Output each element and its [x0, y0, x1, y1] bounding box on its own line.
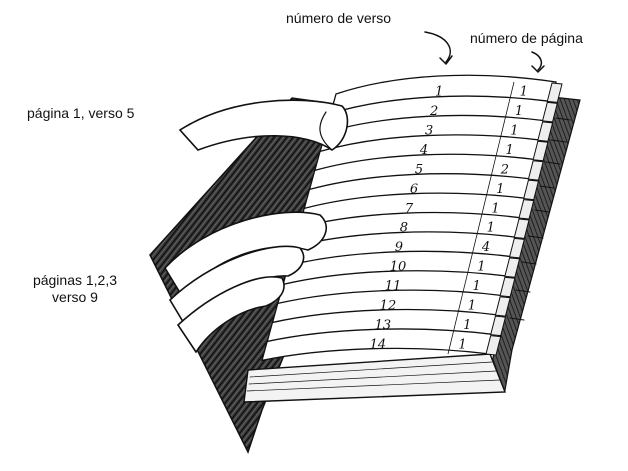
- page-number: 1: [477, 260, 485, 275]
- strip-tab: [518, 199, 535, 220]
- page-number: 2: [500, 162, 509, 177]
- verse-number: 14: [370, 337, 387, 352]
- verse-number-arrow: [424, 31, 451, 63]
- strip-tab: [541, 101, 558, 123]
- pages123-line: páginas 1,2,3: [32, 272, 118, 288]
- page-number: 1: [491, 201, 499, 216]
- strip-tab: [523, 179, 540, 201]
- page-column-line: [485, 179, 491, 199]
- strip-tab: [513, 218, 530, 239]
- verse9-line: verso 9: [52, 289, 98, 305]
- page-number: 1: [468, 298, 476, 313]
- verse-number: 5: [415, 162, 423, 177]
- strip-tab: [504, 257, 521, 278]
- page-number: 1: [506, 143, 514, 158]
- strip-tab: [490, 315, 507, 337]
- page-number: 1: [515, 104, 523, 119]
- verse-number: 2: [429, 104, 438, 119]
- page-column-line: [475, 217, 482, 238]
- page-column-line: [490, 159, 496, 180]
- page-number: 1: [463, 318, 471, 333]
- page-number: 1: [520, 85, 528, 100]
- page-number-arrow: [531, 51, 543, 71]
- verse-number-label: número de verso: [286, 10, 392, 26]
- page1-verse5-label: página 1, verso 5: [27, 105, 135, 121]
- strip-tab: [508, 237, 525, 259]
- page-number: 1: [510, 124, 518, 139]
- page-number: 1: [496, 182, 504, 197]
- strip-tab: [494, 296, 511, 317]
- page-column-line: [461, 276, 468, 296]
- page-column-line: [452, 315, 458, 335]
- turned-strip-page3-verse9[interactable]: [176, 276, 285, 354]
- strip-tab: [537, 121, 554, 142]
- verse-number: 11: [385, 279, 402, 294]
- strip-tab: [499, 276, 516, 298]
- pages123-verse9-label: páginas 1,2,3 verso 9: [10, 272, 140, 306]
- page-number: 4: [481, 240, 490, 255]
- verse-number: 6: [410, 182, 418, 197]
- strip-tab: [546, 82, 563, 103]
- verse-number: 1: [435, 85, 443, 100]
- strip-tab: [532, 140, 549, 162]
- page-column-line: [447, 334, 454, 355]
- strip-tab: [527, 160, 544, 181]
- page-column-line: [499, 120, 505, 141]
- verse-number: 10: [390, 260, 407, 275]
- page-column-line: [508, 81, 515, 102]
- turned-strip-page1[interactable]: [178, 99, 349, 151]
- spine-tabs: [509, 117, 571, 321]
- page-number: 1: [473, 279, 481, 294]
- page-number-label: número de página: [470, 30, 583, 46]
- page-column-line: [480, 198, 487, 219]
- page-column-line: [504, 101, 510, 121]
- page-number: 1: [458, 337, 466, 352]
- page-block-bottom: [243, 353, 507, 403]
- strip-tab: [485, 335, 502, 356]
- verse-number: 7: [405, 201, 414, 216]
- verse-number: 3: [425, 124, 433, 139]
- verse-number: 4: [419, 143, 428, 158]
- verse-number: 12: [380, 298, 397, 313]
- page-column-line: [457, 295, 463, 316]
- verse-number: 8: [400, 221, 408, 236]
- page-column-line: [466, 256, 472, 277]
- page-column-line: [494, 140, 501, 160]
- verse-number: 13: [375, 318, 392, 333]
- verse-number: 9: [395, 240, 403, 255]
- page-column-line: [471, 237, 477, 257]
- page-number: 1: [487, 221, 495, 236]
- page-block-lines: [246, 361, 501, 392]
